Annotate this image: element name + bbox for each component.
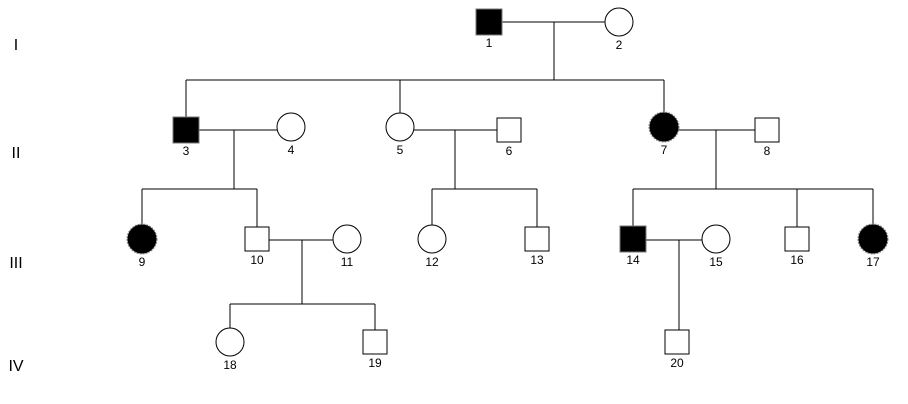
individual-1: 1 <box>475 8 503 50</box>
individual-15: 15 <box>701 224 731 269</box>
individual-number: 14 <box>626 253 640 267</box>
female-circle <box>276 112 306 142</box>
individual-number: 11 <box>341 255 354 269</box>
individual-12: 12 <box>417 224 447 269</box>
individual-2: 2 <box>604 7 634 52</box>
female-circle <box>385 112 415 142</box>
individual-17: 17 <box>857 223 889 269</box>
male-square <box>244 226 270 252</box>
male-affected-square <box>173 117 199 143</box>
individual-3: 3 <box>172 116 200 158</box>
individual-5: 5 <box>385 112 415 157</box>
female-affected-outline <box>648 111 680 143</box>
generation-label: III <box>9 255 22 272</box>
female-affected-outline <box>857 223 889 255</box>
individual-number: 4 <box>288 143 295 157</box>
male-affected-outline <box>172 116 200 144</box>
individual-number: 8 <box>764 144 771 158</box>
female-circle <box>701 224 731 254</box>
individual-number: 7 <box>661 143 668 157</box>
individual-number: 17 <box>866 255 880 269</box>
male-affected-square <box>476 9 502 35</box>
individual-4: 4 <box>276 112 306 157</box>
individual-number: 2 <box>616 38 623 52</box>
individual-number: 18 <box>223 358 237 372</box>
pedigree-lines <box>141 21 874 330</box>
male-square <box>496 117 522 143</box>
individual-11: 11 <box>332 224 362 269</box>
individual-14: 14 <box>619 225 647 267</box>
female-circle <box>215 327 245 357</box>
male-affected-outline <box>619 225 647 253</box>
individual-number: 3 <box>183 144 190 158</box>
female-circle <box>417 224 447 254</box>
individual-9: 9 <box>126 223 158 269</box>
male-affected-square <box>620 226 646 252</box>
individual-6: 6 <box>496 117 522 158</box>
individual-number: 10 <box>250 253 264 267</box>
individual-20: 20 <box>664 329 690 370</box>
generation-label: I <box>14 37 18 54</box>
male-square <box>524 226 550 252</box>
individual-13: 13 <box>524 226 550 267</box>
female-affected-circle <box>649 112 679 142</box>
individual-number: 5 <box>397 143 404 157</box>
female-affected-circle <box>127 224 157 254</box>
male-square <box>664 329 690 355</box>
female-circle <box>604 7 634 37</box>
female-affected-circle <box>858 224 888 254</box>
individual-number: 19 <box>368 356 382 370</box>
individual-7: 7 <box>648 111 680 157</box>
individual-number: 6 <box>506 144 513 158</box>
individual-number: 20 <box>670 356 684 370</box>
generation-label: II <box>12 145 21 162</box>
individual-number: 13 <box>530 253 544 267</box>
male-affected-outline <box>475 8 503 36</box>
male-square <box>754 117 780 143</box>
individual-10: 10 <box>244 226 270 267</box>
individual-19: 19 <box>362 329 388 370</box>
individual-number: 12 <box>425 255 439 269</box>
individual-number: 9 <box>139 255 146 269</box>
male-square <box>784 226 810 252</box>
individual-16: 16 <box>784 226 810 267</box>
individual-18: 18 <box>215 327 245 372</box>
individual-8: 8 <box>754 117 780 158</box>
individual-number: 15 <box>709 255 723 269</box>
female-circle <box>332 224 362 254</box>
generation-label: IV <box>8 358 23 375</box>
male-square <box>362 329 388 355</box>
individual-number: 1 <box>486 36 493 50</box>
female-affected-outline <box>126 223 158 255</box>
individual-number: 16 <box>790 253 804 267</box>
